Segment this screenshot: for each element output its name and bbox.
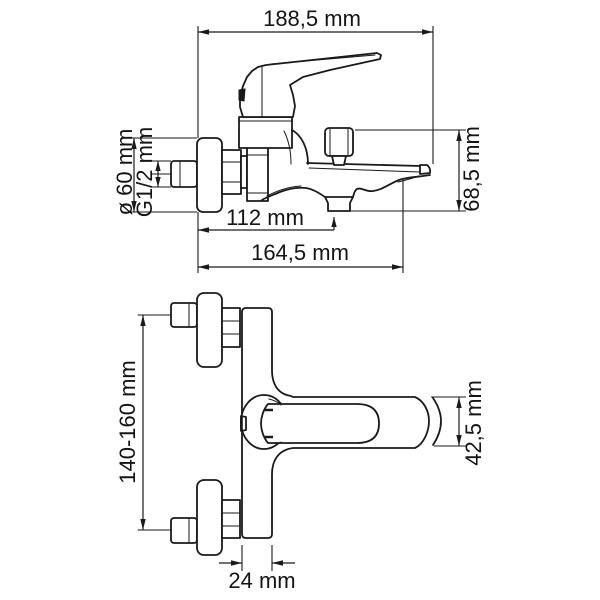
lower-wall-fitting <box>170 517 198 544</box>
handle-lever-front <box>260 403 380 444</box>
handle-marking-dashes <box>265 408 273 439</box>
extension-lines <box>241 396 466 571</box>
dim-thread-size-label: G1/2 mm <box>132 127 157 217</box>
front-view-drawing <box>137 292 442 556</box>
dim-total-depth-label: 164,5 mm <box>251 240 349 265</box>
dim-overall-depth-label: 188,5 mm <box>263 6 361 31</box>
dim-height-label: 68,5 mm <box>459 126 484 212</box>
dim-spout-outlet-label: 112 mm <box>226 205 304 230</box>
underside-inner-line <box>397 175 420 183</box>
spout-underside-right <box>352 174 431 198</box>
diverter-facet-lines <box>329 128 349 157</box>
dim-body-width-label: 42,5 mm <box>461 380 486 466</box>
extension-lines <box>128 26 466 273</box>
body-curve <box>291 129 309 165</box>
underside-inner-line <box>266 185 302 197</box>
front-view-dimensions: 140-160 mm 42,5 mm 24 mm <box>115 315 486 593</box>
upper-hex-nut <box>221 307 241 348</box>
hex-facet-lines <box>221 161 242 183</box>
dome-highlight-curves <box>268 398 282 449</box>
body-inner-curve <box>283 130 292 165</box>
dim-column-width-label: 24 mm <box>228 568 295 593</box>
spout-underside-left <box>261 186 326 201</box>
wall-union-fitting <box>170 160 198 188</box>
dim-mounting-distance-label: 140-160 mm <box>115 360 140 484</box>
spout-tip <box>419 164 432 175</box>
hex-facet-lines <box>221 512 241 527</box>
upper-wall-flange <box>196 292 223 368</box>
detail-line <box>246 154 269 194</box>
wall-flange <box>196 137 223 213</box>
handle-edge-line <box>270 54 376 65</box>
diverter-stem <box>331 155 347 166</box>
hex-nut <box>221 149 242 195</box>
handle-neck <box>238 116 293 149</box>
faucet-handle <box>239 52 382 118</box>
upper-wall-fitting <box>170 302 198 328</box>
handle-indicator-mark <box>238 88 246 102</box>
side-view-drawing <box>150 52 432 213</box>
spout-top-inner-edge <box>308 167 421 173</box>
hex-facet-lines <box>221 320 241 335</box>
spout-end-cap <box>432 397 442 446</box>
side-view-dimensions: 188,5 mm ø 60 mm G1/2 mm 68,5 mm 112 mm … <box>112 6 484 273</box>
spout-top-edge <box>306 162 422 167</box>
diverter-knob <box>324 127 354 157</box>
lower-hex-nut <box>221 499 241 539</box>
lower-wall-flange <box>196 479 223 556</box>
aerator-outlet <box>324 196 354 212</box>
dim-flange-diameter-label: ø 60 mm <box>112 129 137 216</box>
